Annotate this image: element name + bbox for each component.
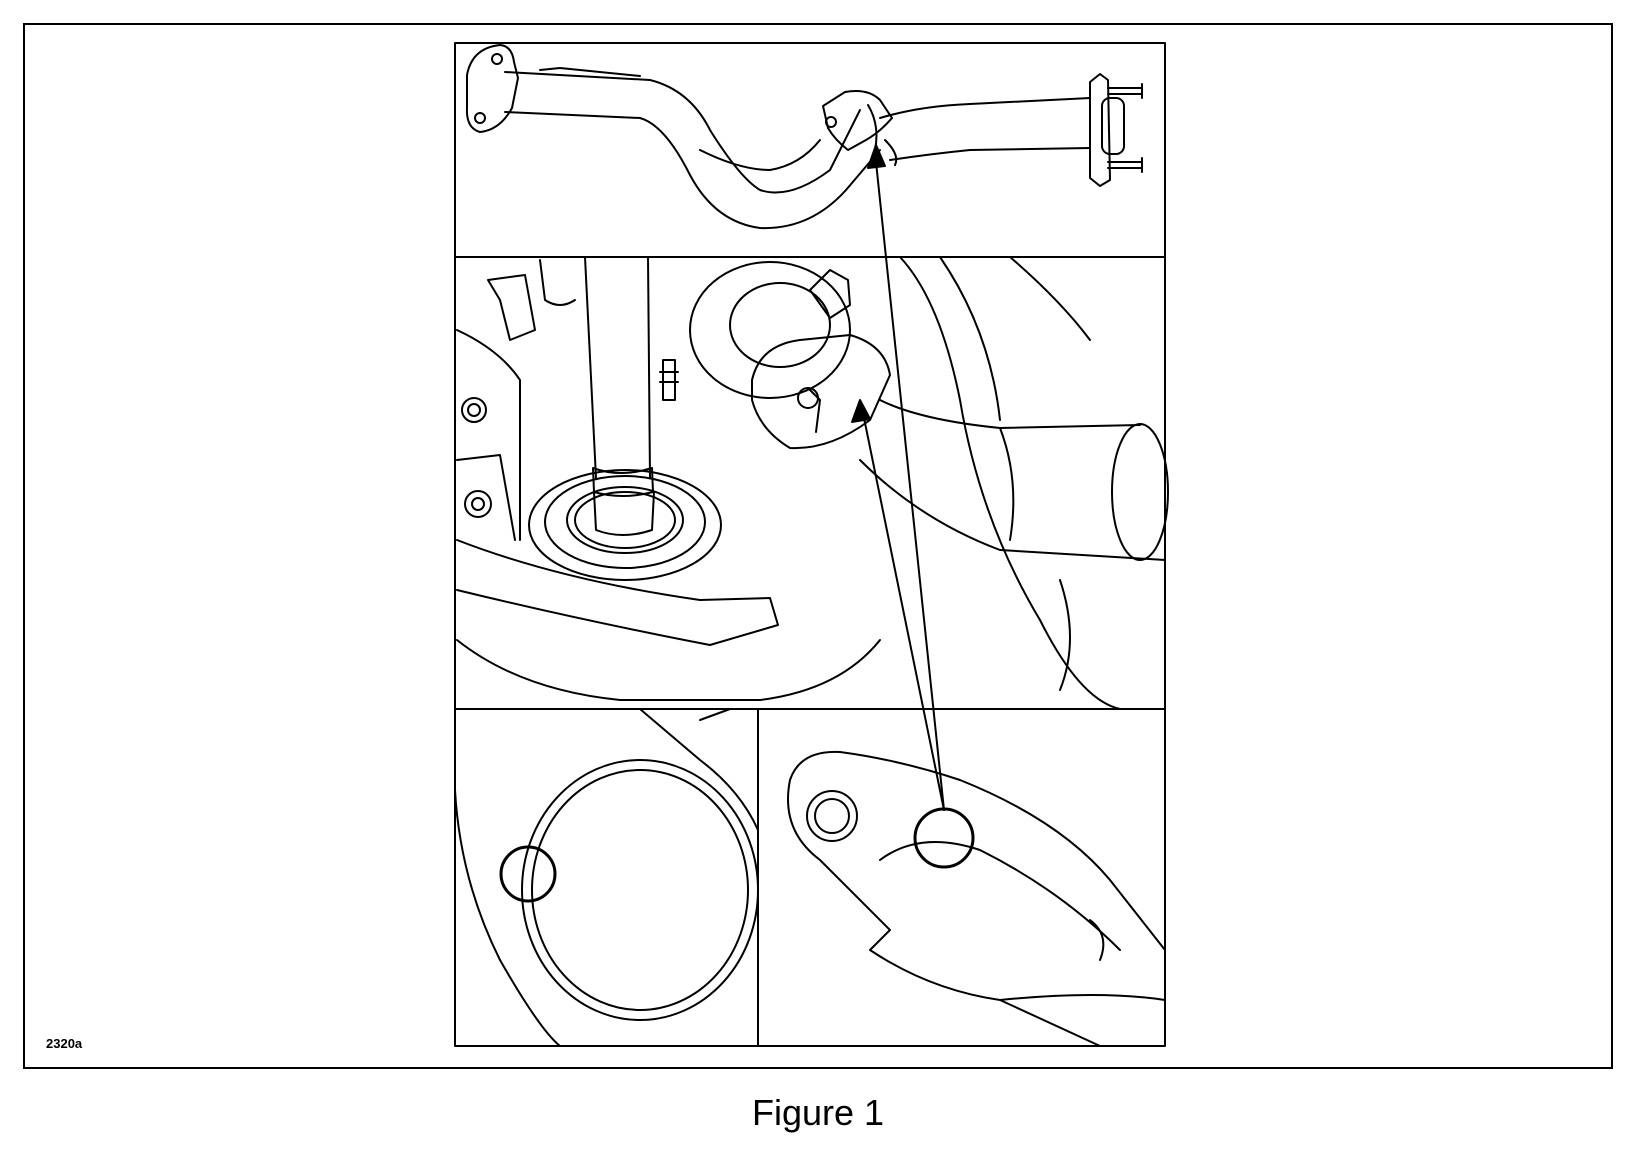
figure-id-label: 2320a	[46, 1036, 83, 1051]
figure-frame	[23, 23, 1613, 1069]
arrow-to-manifold-flange	[851, 399, 945, 811]
arrow-to-pipe-flange	[867, 144, 945, 811]
manifold-joint-detail	[456, 256, 1169, 710]
flange-mark-circle	[913, 807, 975, 869]
figure-caption: Figure 1	[751, 1092, 885, 1133]
flange-marking-detail	[787, 750, 1166, 1047]
exhaust-pipe-overview	[465, 44, 1143, 230]
gasket-ring-detail	[454, 708, 759, 1047]
gasket-mark-circle	[499, 845, 557, 903]
panel-block-border	[454, 42, 1166, 1047]
